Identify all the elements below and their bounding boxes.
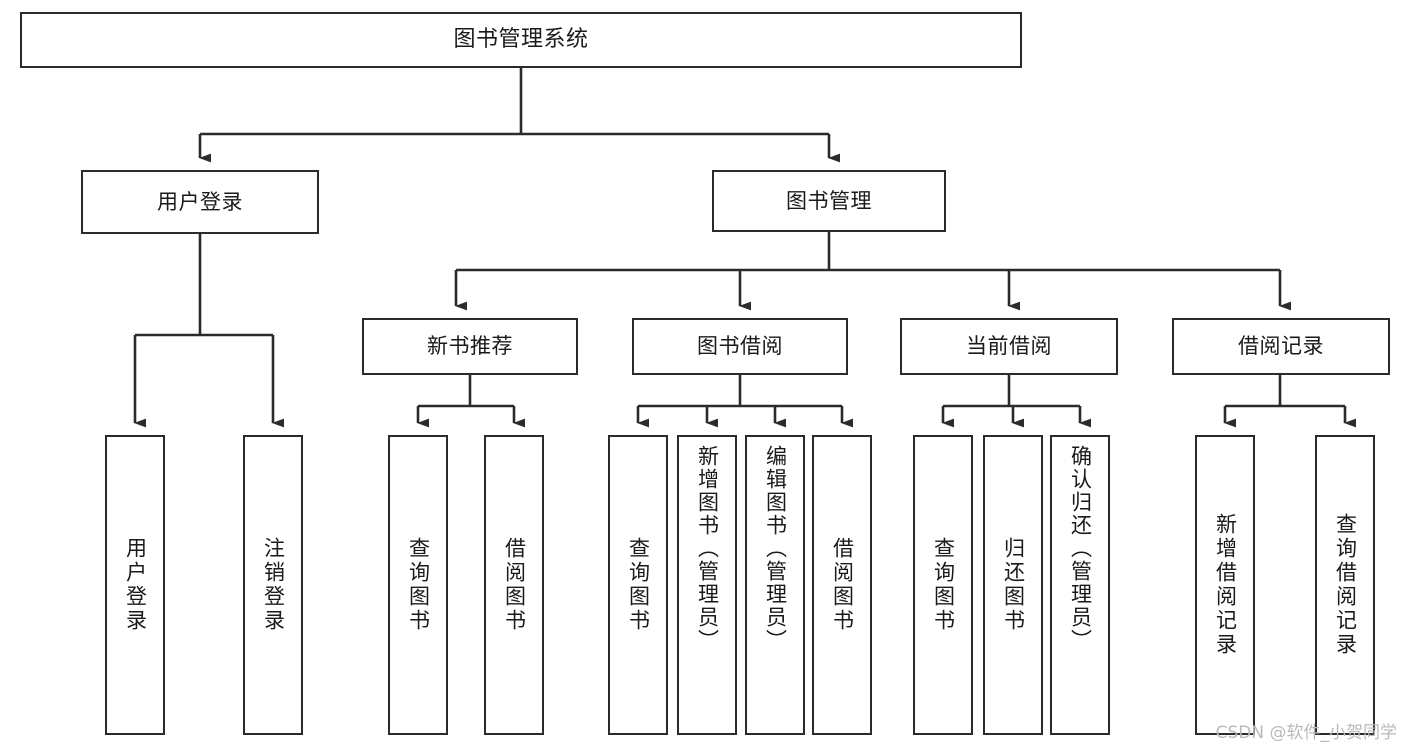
node-label: 注销登录	[261, 537, 286, 633]
node-leaf-user-login[interactable]: 用户登录	[105, 435, 165, 735]
node-leaf-borrow-book-recommend[interactable]: 借阅图书	[484, 435, 544, 735]
node-label: 用户登录	[157, 189, 243, 214]
node-label: 新增借阅记录	[1213, 513, 1238, 657]
node-current-borrow[interactable]: 当前借阅	[900, 318, 1118, 375]
node-book-borrow[interactable]: 图书借阅	[632, 318, 848, 375]
node-label: 查询图书	[931, 537, 956, 633]
node-label: 编辑图书（管理员）	[763, 445, 788, 652]
node-leaf-query-record[interactable]: 查询借阅记录	[1315, 435, 1375, 735]
node-label: 借阅图书	[830, 537, 855, 633]
node-label: 图书借阅	[697, 334, 783, 359]
node-leaf-query-book-current[interactable]: 查询图书	[913, 435, 973, 735]
node-leaf-query-book-recommend[interactable]: 查询图书	[388, 435, 448, 735]
node-new-book-recommend[interactable]: 新书推荐	[362, 318, 578, 375]
node-leaf-user-logout[interactable]: 注销登录	[243, 435, 303, 735]
node-root-system[interactable]: 图书管理系统	[20, 12, 1022, 68]
node-label: 借阅记录	[1238, 334, 1324, 359]
node-leaf-confirm-return[interactable]: 确认归还（管理员）	[1050, 435, 1110, 735]
node-borrow-record[interactable]: 借阅记录	[1172, 318, 1390, 375]
node-leaf-add-record[interactable]: 新增借阅记录	[1195, 435, 1255, 735]
node-label: 用户登录	[123, 537, 148, 633]
node-label: 借阅图书	[502, 537, 527, 633]
node-leaf-borrow-book[interactable]: 借阅图书	[812, 435, 872, 735]
node-label: 归还图书	[1001, 537, 1026, 633]
node-leaf-return-book[interactable]: 归还图书	[983, 435, 1043, 735]
node-user-login[interactable]: 用户登录	[81, 170, 319, 234]
node-label: 确认归还（管理员）	[1068, 445, 1093, 652]
node-label: 图书管理	[786, 188, 872, 213]
node-book-management[interactable]: 图书管理	[712, 170, 946, 232]
node-label: 查询图书	[626, 537, 651, 633]
node-label: 新书推荐	[427, 334, 513, 359]
node-label: 图书管理系统	[453, 27, 589, 53]
node-label: 查询借阅记录	[1333, 513, 1358, 657]
node-label: 当前借阅	[966, 334, 1052, 359]
node-leaf-add-book[interactable]: 新增图书（管理员）	[677, 435, 737, 735]
node-label: 查询图书	[406, 537, 431, 633]
node-leaf-edit-book[interactable]: 编辑图书（管理员）	[745, 435, 805, 735]
node-leaf-query-book-borrow[interactable]: 查询图书	[608, 435, 668, 735]
node-label: 新增图书（管理员）	[695, 445, 720, 652]
